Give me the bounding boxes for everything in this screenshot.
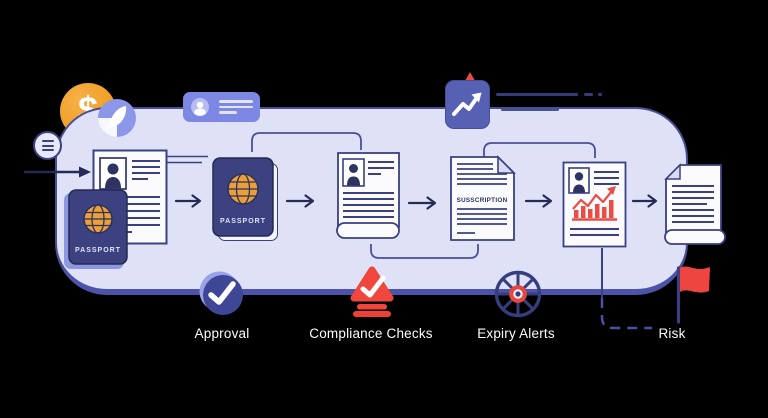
paper-curl [664,229,726,245]
compliance-checks-label: Compliance Checks [309,326,433,341]
paper-curl [336,222,400,239]
analytics-app-icon [445,80,490,129]
globe-icon [227,173,259,205]
menu-icon [33,131,62,160]
expiry-badge-icon [492,268,544,325]
check-icon [360,275,386,298]
decor-line-short [501,108,559,111]
decor-line-dash [584,93,593,96]
analytics-report-document [562,161,627,253]
approval-badge-icon [199,271,245,322]
risk-flag-icon [674,263,714,330]
subscription-label: SUSSCRIPTION [457,197,508,204]
passport-label: PASSPORT [75,247,121,254]
risk-label: Risk [658,326,686,341]
decor-line-dash [598,93,602,96]
passport-document-2: PASSPORT [212,157,274,242]
folded-corner [664,163,681,180]
approval-label: Approval [194,326,250,341]
compliance-badge-icon [344,263,400,322]
applicant-document [334,151,403,248]
folded-corner [497,155,516,174]
feather-icon [97,98,137,138]
id-card-icon [183,92,260,122]
passport-document-1: PASSPORT [68,189,128,270]
passport-label: PASSPORT [220,218,266,225]
check-icon [208,281,236,305]
output-document [659,162,729,255]
globe-icon [83,204,113,234]
subscription-document: SUSSCRIPTION [447,155,518,247]
bar-chart-icon [574,200,614,218]
expiry-alerts-label: Expiry Alerts [477,326,555,341]
decor-line-long [496,93,578,96]
trend-arrow-icon [452,92,482,116]
avatar-icon [191,98,209,116]
